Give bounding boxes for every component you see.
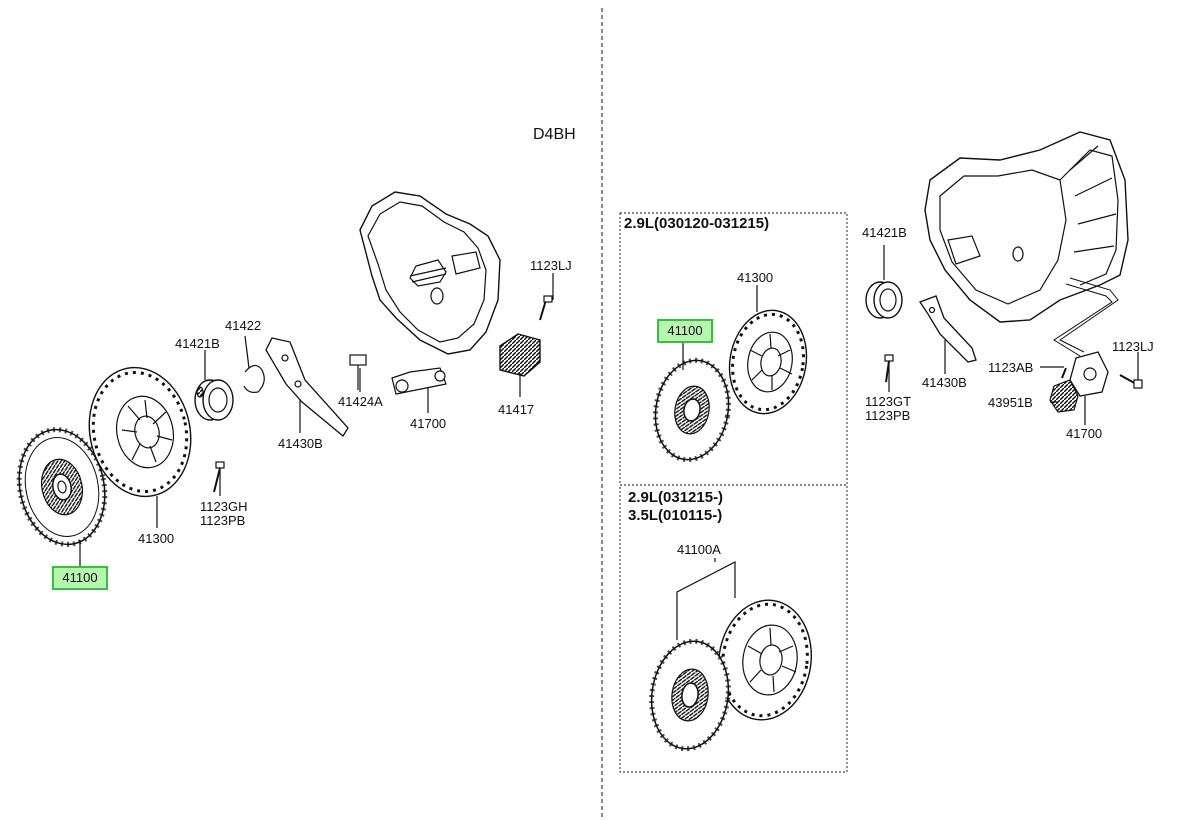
hose-right bbox=[1059, 277, 1119, 353]
right-part-label-41700[interactable]: 41700 bbox=[1066, 426, 1103, 441]
right-part-label-41430b[interactable]: 41430B bbox=[922, 375, 967, 390]
part-label-41700[interactable]: 41700 bbox=[410, 416, 447, 431]
bell-housing-left bbox=[359, 191, 501, 355]
bolt-1123lj-left bbox=[539, 295, 553, 321]
right-part-label-43951b[interactable]: 43951B bbox=[988, 395, 1033, 410]
release-bearing-left bbox=[194, 379, 234, 421]
release-fork-left bbox=[265, 337, 349, 437]
variant1-part-label-41100-highlight[interactable]: 41100 bbox=[657, 319, 713, 343]
bolt-1123lj-right bbox=[1119, 374, 1143, 389]
release-bearing-right bbox=[865, 281, 903, 319]
part-label-1123lj[interactable]: 1123LJ bbox=[530, 258, 572, 273]
right-part-label-1123gt[interactable]: 1123GT bbox=[865, 394, 912, 409]
part-label-41300[interactable]: 41300 bbox=[138, 531, 175, 546]
part-label-1123pb[interactable]: 1123PB bbox=[200, 513, 246, 528]
clutch-disc-variant2 bbox=[649, 638, 731, 752]
stud-41424a bbox=[349, 354, 367, 390]
right-part-label-1123ab[interactable]: 1123AB bbox=[988, 360, 1034, 375]
engine-label: D4BH bbox=[533, 126, 576, 143]
variant1-part-label-41300[interactable]: 41300 bbox=[737, 270, 774, 285]
right-part-label-1123pb[interactable]: 1123PB bbox=[865, 408, 911, 423]
right-part-label-1123lj[interactable]: 1123LJ bbox=[1112, 339, 1154, 354]
part-label-41421b[interactable]: 41421B bbox=[175, 336, 220, 351]
part-label-41417[interactable]: 41417 bbox=[498, 402, 535, 417]
bracket-43951b bbox=[1049, 379, 1079, 413]
clip-41422 bbox=[243, 364, 265, 393]
part-label-41100-highlight[interactable]: 41100 bbox=[52, 566, 108, 590]
pressure-plate-left bbox=[88, 366, 192, 498]
bell-housing-right bbox=[924, 131, 1129, 323]
part-label-1123gh[interactable]: 1123GH bbox=[200, 499, 248, 514]
clutch-disc-left bbox=[16, 427, 108, 547]
variant1-title: 2.9L(030120-031215) bbox=[624, 215, 770, 232]
part-label-41424a[interactable]: 41424A bbox=[338, 394, 383, 409]
variant-box-2 bbox=[619, 484, 848, 773]
release-fork-right bbox=[919, 295, 977, 363]
variant2-part-label-41100a[interactable]: 41100A bbox=[677, 542, 721, 557]
part-label-41430b[interactable]: 41430B bbox=[278, 436, 323, 451]
part-label-41422[interactable]: 41422 bbox=[225, 318, 262, 333]
pressure-plate-variant2 bbox=[717, 599, 813, 721]
clutch-cylinder-left bbox=[391, 367, 447, 395]
clutch-cylinder-right bbox=[1061, 351, 1109, 397]
bolt-1123gh-left bbox=[213, 461, 225, 493]
clutch-disc-variant1 bbox=[652, 357, 732, 463]
pressure-plate-variant1 bbox=[728, 309, 808, 415]
variant2-title-line2: 3.5L(010115-) bbox=[628, 507, 723, 524]
housing-cover-41417 bbox=[499, 333, 541, 377]
right-part-label-41421b[interactable]: 41421B bbox=[862, 225, 907, 240]
variant2-title-line1: 2.9L(031215-) bbox=[628, 489, 724, 506]
